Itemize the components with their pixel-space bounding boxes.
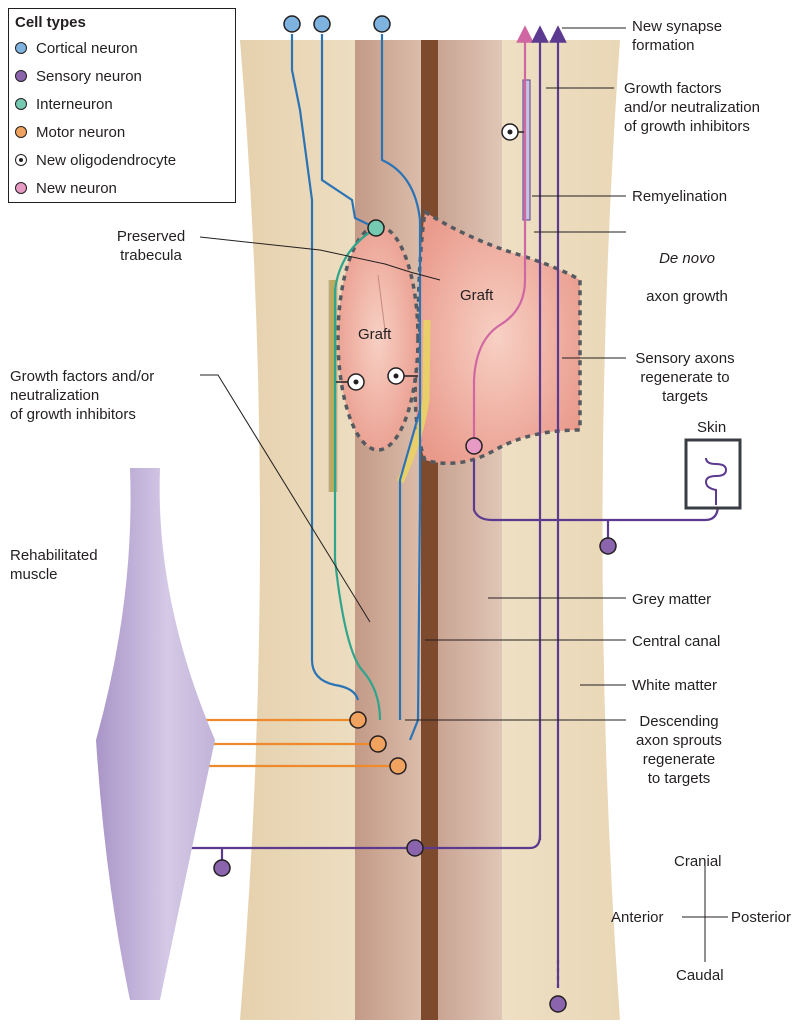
label-sensory-axons: Sensory axons regenerate to targets (630, 349, 740, 406)
cortical-neuron-1 (284, 16, 300, 32)
cortical-neuron-2 (314, 16, 330, 32)
legend-item-interneuron: Interneuron (15, 90, 229, 118)
legend-item-new-neuron: New neuron (15, 174, 229, 202)
label-posterior: Posterior (731, 908, 791, 927)
new-neuron-cell (466, 438, 482, 454)
label-growth-factors-left: Growth factors and/or neutralization of … (10, 367, 154, 424)
legend-label: Interneuron (36, 96, 113, 113)
label-caudal: Caudal (676, 966, 724, 985)
motor-neuron-icon (15, 126, 27, 138)
motor-neuron-3 (390, 758, 406, 774)
legend: Cell types Cortical neuron Sensory neuro… (8, 8, 236, 203)
oligodendrocyte-icon (15, 154, 27, 166)
interneuron-cell (368, 220, 384, 236)
legend-item-oligodendrocyte: New oligodendrocyte (15, 146, 229, 174)
sensory-neuron-skin (600, 538, 616, 554)
skin-box (686, 440, 740, 508)
label-growth-factors-right: Growth factors and/or neutralization of … (624, 79, 760, 136)
label-anterior: Anterior (611, 908, 664, 927)
label-white-matter: White matter (632, 676, 717, 695)
label-preserved-trabecula: Preserved trabecula (106, 227, 196, 265)
legend-title: Cell types (15, 12, 229, 34)
label-rehabilitated-muscle: Rehabilitated muscle (10, 546, 98, 584)
grey-matter-right (438, 40, 502, 1020)
legend-label: New neuron (36, 180, 117, 197)
sensory-neuron-bottom (550, 996, 566, 1012)
legend-label: New oligodendrocyte (36, 152, 176, 169)
rehabilitated-muscle (96, 468, 215, 1000)
cortical-neuron-3 (374, 16, 390, 32)
sensory-neuron-muscle (214, 860, 230, 876)
label-de-novo-rest: axon growth (646, 288, 728, 305)
label-grey-matter: Grey matter (632, 590, 711, 609)
label-remyelination: Remyelination (632, 187, 727, 206)
label-skin: Skin (697, 418, 726, 437)
label-new-synapse: New synapse formation (632, 17, 722, 55)
label-graft-right: Graft (460, 286, 493, 305)
label-descending: Descending axon sprouts regenerate to ta… (624, 712, 734, 788)
interneuron-icon (15, 98, 27, 110)
motor-neuron-1 (350, 712, 366, 728)
label-graft-left: Graft (358, 325, 391, 344)
legend-item-cortical: Cortical neuron (15, 34, 229, 62)
new-neuron-icon (15, 182, 27, 194)
label-de-novo-italic: De novo (659, 250, 715, 267)
legend-label: Motor neuron (36, 124, 125, 141)
legend-label: Cortical neuron (36, 40, 138, 57)
legend-item-motor: Motor neuron (15, 118, 229, 146)
legend-item-sensory: Sensory neuron (15, 62, 229, 90)
sensory-neuron-cord (407, 840, 423, 856)
label-central-canal: Central canal (632, 632, 720, 651)
legend-label: Sensory neuron (36, 68, 142, 85)
central-canal (421, 40, 438, 1020)
label-cranial: Cranial (674, 852, 722, 871)
cortical-neuron-icon (15, 42, 27, 54)
label-de-novo: De novo axon growth (632, 230, 742, 306)
motor-neuron-2 (370, 736, 386, 752)
sensory-neuron-icon (15, 70, 27, 82)
